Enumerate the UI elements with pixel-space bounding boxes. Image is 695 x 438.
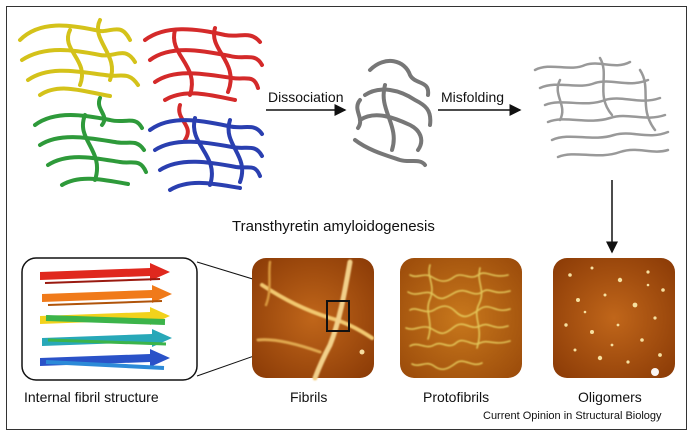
internal-structure-label: Internal fibril structure bbox=[24, 389, 159, 405]
strand-row-1 bbox=[40, 263, 170, 284]
strand-row-5 bbox=[40, 349, 170, 370]
misfolded-aggregate bbox=[533, 56, 670, 159]
figure-title: Transthyretin amyloidogenesis bbox=[232, 218, 435, 235]
zoom-selection-box bbox=[326, 300, 350, 332]
oligomers-label: Oligomers bbox=[578, 389, 642, 405]
strand-row-4 bbox=[42, 329, 172, 347]
subunit-red bbox=[143, 26, 264, 142]
subunit-yellow bbox=[18, 18, 140, 98]
dissociation-label: Dissociation bbox=[268, 89, 344, 105]
ttr-monomer bbox=[353, 59, 433, 167]
afm-oligomers-image bbox=[553, 258, 675, 378]
misfolding-label: Misfolding bbox=[441, 89, 505, 105]
strand-row-2 bbox=[42, 285, 172, 306]
subunit-green bbox=[33, 96, 148, 187]
strand-row-3 bbox=[40, 307, 170, 325]
ttr-tetramer bbox=[18, 18, 264, 192]
beta-sheet-strands bbox=[40, 263, 172, 370]
journal-credit: Current Opinion in Structural Biology bbox=[483, 410, 662, 422]
figure-border bbox=[6, 6, 687, 430]
protofibrils-label: Protofibrils bbox=[423, 389, 490, 405]
fibrils-label: Fibrils bbox=[290, 389, 328, 405]
afm-protofibrils-image bbox=[400, 258, 522, 378]
afm-fibrils-image bbox=[252, 258, 374, 381]
subunit-blue bbox=[148, 116, 264, 192]
